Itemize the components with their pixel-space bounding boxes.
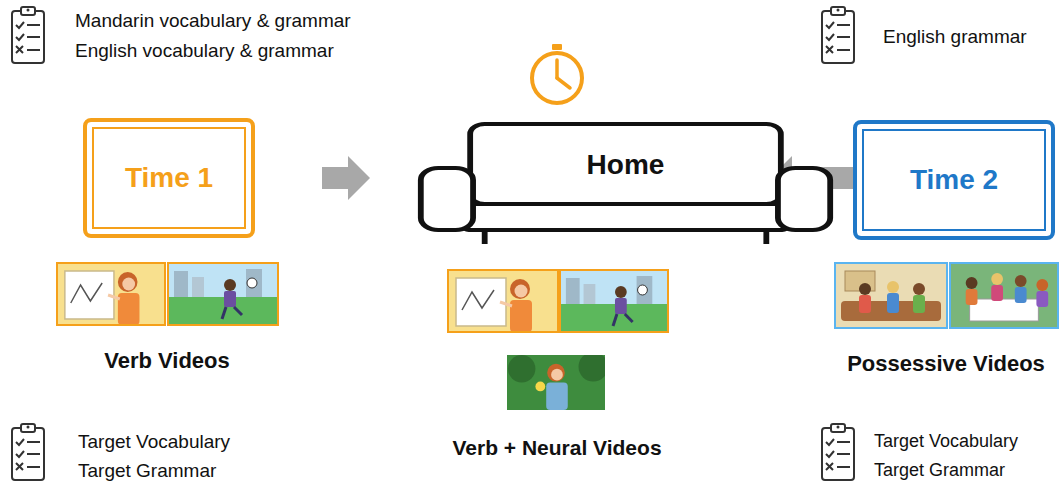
place-label: Home xyxy=(415,148,836,182)
measure-list: Target Grammar xyxy=(78,460,216,483)
measure-list: Target Grammar xyxy=(874,460,1005,482)
checklist-icon xyxy=(12,424,44,480)
time-point-box: Time 1 xyxy=(83,118,255,238)
video-thumbnail xyxy=(448,270,668,410)
flow-arrow xyxy=(322,156,370,200)
time-point-box: Time 2 xyxy=(853,120,1055,240)
home-sofa: Home xyxy=(415,118,836,246)
measure-list: Target Vocabulary xyxy=(78,431,230,454)
time-label: Time 1 xyxy=(125,161,213,195)
clock-icon xyxy=(532,44,582,103)
checklist-icon xyxy=(822,7,854,63)
checklist-icon xyxy=(12,7,44,63)
checklist-icon xyxy=(822,424,854,480)
measure-list: Target Vocabulary xyxy=(874,431,1018,453)
time-label: Time 2 xyxy=(910,163,998,197)
video-thumbnail xyxy=(835,263,1058,328)
video-caption: Verb + Neural Videos xyxy=(452,435,661,460)
video-thumbnail xyxy=(57,263,278,325)
video-caption: Possessive Videos xyxy=(847,351,1045,377)
measure-list: Mandarin vocabulary & grammar xyxy=(75,10,351,33)
sofa-outline xyxy=(415,118,836,246)
measure-list: English vocabulary & grammar xyxy=(75,40,334,63)
video-caption: Verb Videos xyxy=(104,348,230,374)
measure-list: English grammar xyxy=(883,26,1027,49)
